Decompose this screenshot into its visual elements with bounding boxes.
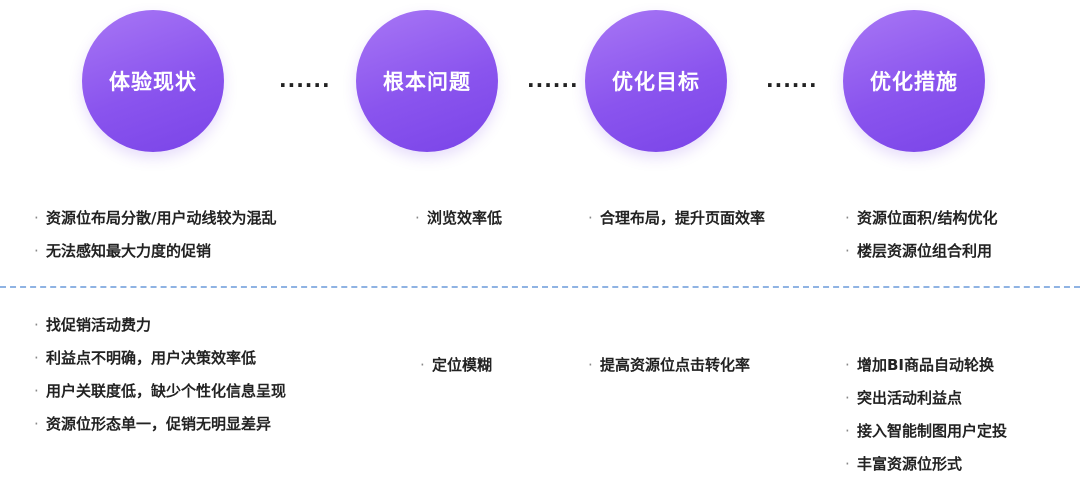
row1-goal-item: 合理布局，提升页面效率 — [588, 202, 765, 235]
row1-measure-item: 楼层资源位组合利用 — [845, 235, 997, 268]
stage-circle-problem: 根本问题 — [356, 10, 498, 152]
row1-measure-item: 资源位面积/结构优化 — [845, 202, 997, 235]
row1-status-item: 资源位布局分散/用户动线较为混乱 — [34, 202, 276, 235]
dashed-divider — [0, 286, 1080, 288]
row2-status-item: 资源位形态单一，促销无明显差异 — [34, 408, 286, 441]
row2-measure-item: 突出活动利益点 — [845, 382, 1007, 415]
row2-status-item: 用户关联度低，缺少个性化信息呈现 — [34, 375, 286, 408]
row1-measure-list: 资源位面积/结构优化 楼层资源位组合利用 — [845, 202, 997, 268]
separator-dots-1: ...... — [279, 68, 331, 92]
row2-status-item: 找促销活动费力 — [34, 309, 286, 342]
row1-status-list: 资源位布局分散/用户动线较为混乱 无法感知最大力度的促销 — [34, 202, 276, 268]
separator-dots-3: ...... — [766, 68, 818, 92]
stage-title-problem: 根本问题 — [383, 70, 471, 94]
stage-circle-measure: 优化措施 — [843, 10, 985, 152]
row2-status-list: 找促销活动费力 利益点不明确，用户决策效率低 用户关联度低，缺少个性化信息呈现 … — [34, 309, 286, 441]
row2-measure-item: 增加BI商品自动轮换 — [845, 349, 1007, 382]
row2-goal-item: 提高资源位点击转化率 — [588, 349, 750, 382]
stage-title-measure: 优化措施 — [870, 70, 958, 94]
stage-circle-goal: 优化目标 — [585, 10, 727, 152]
separator-dots-2: ...... — [527, 68, 579, 92]
row1-goal-list: 合理布局，提升页面效率 — [588, 202, 765, 235]
row2-measure-item: 丰富资源位形式 — [845, 448, 1007, 481]
row2-problem-list: 定位模糊 — [420, 349, 492, 382]
row2-goal-list: 提高资源位点击转化率 — [588, 349, 750, 382]
row1-status-item: 无法感知最大力度的促销 — [34, 235, 276, 268]
row1-problem-list: 浏览效率低 — [415, 202, 502, 235]
row2-measure-list: 增加BI商品自动轮换 突出活动利益点 接入智能制图用户定投 丰富资源位形式 — [845, 349, 1007, 481]
stage-title-goal: 优化目标 — [612, 70, 700, 94]
stage-title-status: 体验现状 — [109, 70, 197, 94]
row2-problem-item: 定位模糊 — [420, 349, 492, 382]
row2-status-item: 利益点不明确，用户决策效率低 — [34, 342, 286, 375]
row2-measure-item: 接入智能制图用户定投 — [845, 415, 1007, 448]
stage-circle-status: 体验现状 — [82, 10, 224, 152]
row1-problem-item: 浏览效率低 — [415, 202, 502, 235]
